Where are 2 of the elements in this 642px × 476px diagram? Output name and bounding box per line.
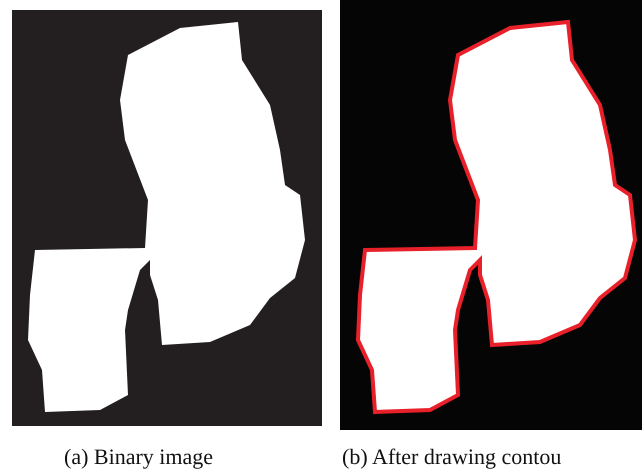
caption: (a) Binary image bbox=[64, 444, 214, 470]
caption: (b) After drawing contou bbox=[342, 444, 562, 470]
